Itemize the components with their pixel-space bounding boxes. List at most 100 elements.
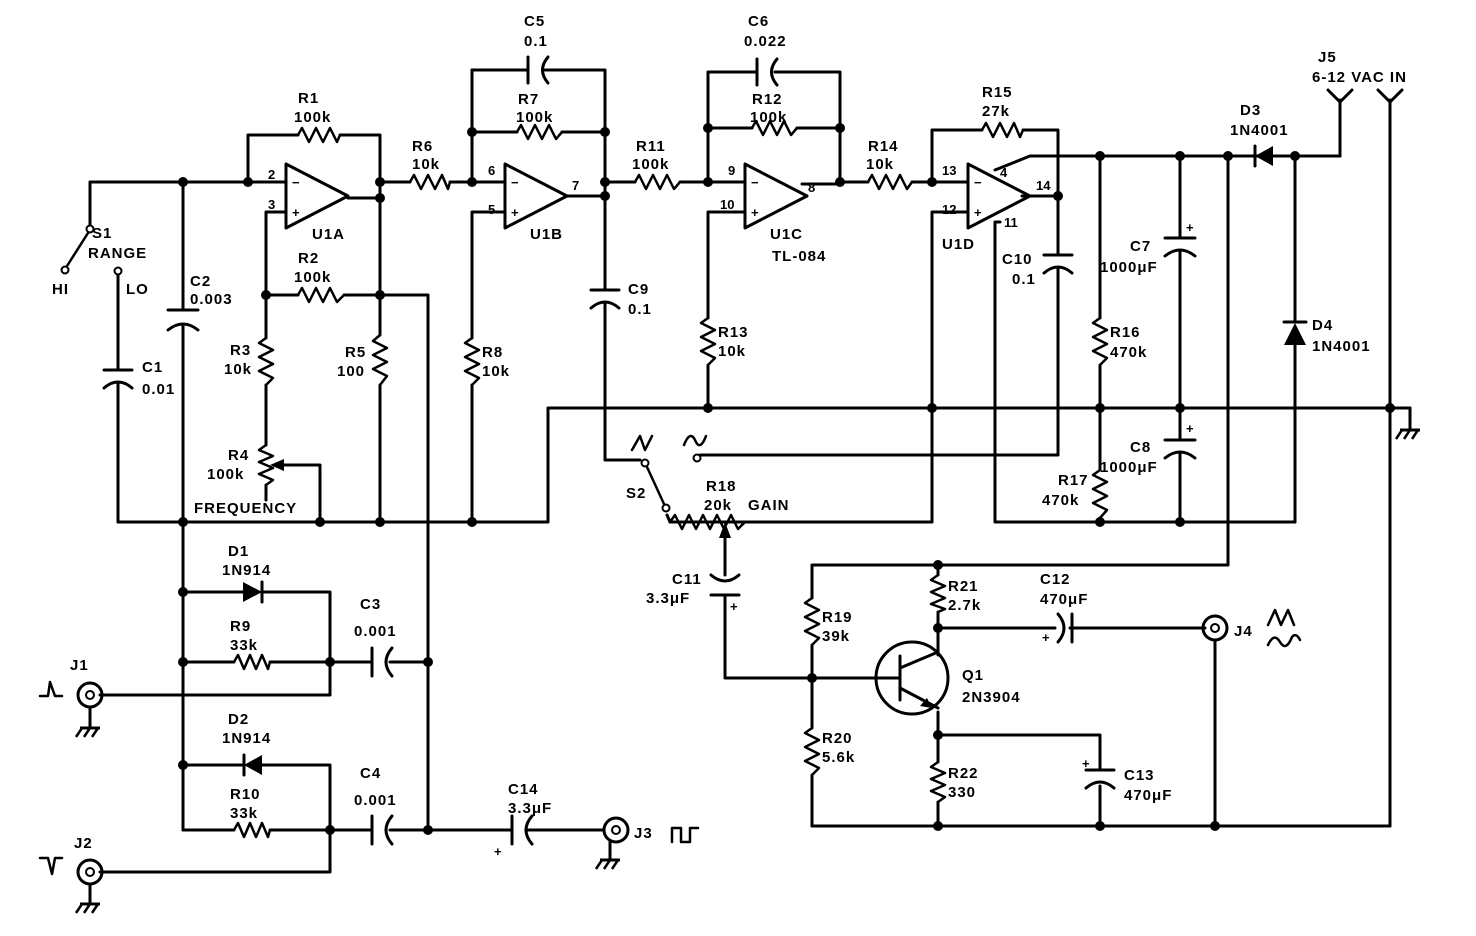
c9-ref: C9: [628, 281, 649, 298]
r7-ref: R7: [518, 91, 539, 108]
c11-plus: +: [730, 599, 738, 614]
d3-ref: D3: [1240, 102, 1261, 119]
c13-val: 470μF: [1124, 787, 1172, 804]
s2-ref: S2: [626, 485, 646, 502]
r10-val: 33k: [230, 805, 258, 822]
u1c-plus: +: [751, 205, 759, 220]
r12-val: 100k: [750, 109, 787, 126]
r8-symbol: [463, 336, 481, 387]
u1c-minus: −: [751, 175, 759, 190]
c2-val: 0.003: [190, 291, 233, 308]
r18-symbol: [668, 513, 934, 531]
r1-symbol: [296, 126, 342, 144]
r6-val: 10k: [412, 156, 440, 173]
s1-fn: RANGE: [88, 245, 147, 262]
s1-hi: HI: [52, 281, 69, 298]
c10-ref: C10: [1002, 251, 1033, 268]
r19-val: 39k: [822, 628, 850, 645]
u1d-pin4: 4: [1000, 165, 1008, 180]
r4-ref: R4: [228, 447, 249, 464]
r11-ref: R11: [636, 138, 666, 155]
r10-symbol: [232, 821, 272, 839]
r20-val: 5.6k: [822, 749, 855, 766]
r18-ref: R18: [706, 478, 737, 495]
r16-ref: R16: [1110, 324, 1141, 341]
c8-plus: +: [1186, 421, 1194, 436]
r15-symbol: [980, 121, 1025, 139]
c6-ref: C6: [748, 13, 769, 30]
d2-symbol: [244, 755, 262, 775]
r13-val: 10k: [718, 343, 746, 360]
c5-ref: C5: [524, 13, 545, 30]
r9-symbol: [232, 653, 272, 671]
c11-val: 3.3μF: [646, 590, 690, 607]
sine-wave-icon: [682, 434, 708, 447]
c13-plus: +: [1082, 756, 1090, 771]
r22-ref: R22: [948, 765, 979, 782]
r12-symbol: [750, 119, 799, 137]
c7-plus: +: [1186, 220, 1194, 235]
r4-wiper-arrow: [270, 459, 284, 471]
u1a-pin2: 2: [268, 167, 275, 182]
u1c-pin8: 8: [808, 180, 815, 195]
opamps: − + − + − + − +: [270, 162, 1032, 230]
r18-val: 20k: [704, 497, 732, 514]
j4-jack: [1201, 614, 1229, 642]
c2-ref: C2: [190, 273, 211, 290]
r8-val: 10k: [482, 363, 510, 380]
d3-val: 1N4001: [1230, 122, 1289, 139]
r1-ref: R1: [298, 90, 319, 107]
u1b-symbol: [503, 162, 569, 230]
u1c-pin10: 10: [720, 197, 734, 212]
c13-ref: C13: [1124, 767, 1155, 784]
r1-val: 100k: [294, 109, 331, 126]
r22-symbol: [929, 760, 947, 804]
d4-symbol: [1284, 323, 1306, 345]
c4-val: 0.001: [354, 792, 397, 809]
u1a-ref: U1A: [312, 226, 345, 243]
d3-symbol: [1255, 146, 1273, 166]
r9-ref: R9: [230, 618, 251, 635]
r21-val: 2.7k: [948, 597, 981, 614]
c12-val: 470μF: [1040, 591, 1088, 608]
square-wave-icon: [670, 826, 700, 844]
r14-symbol: [866, 173, 914, 191]
s1-ref: S1: [92, 225, 112, 242]
labels: S1 RANGE HI LO C1 0.01 C2 0.003 R1 100k …: [52, 13, 1406, 859]
c8-val: 1000μF: [1100, 459, 1158, 476]
d1-symbol: [243, 582, 262, 602]
r16-symbol: [1091, 316, 1109, 367]
c1-ref: C1: [142, 359, 163, 376]
r7-symbol: [515, 123, 564, 141]
r16-val: 470k: [1110, 344, 1147, 361]
u1a-pin3: 3: [268, 197, 275, 212]
d2-ref: D2: [228, 711, 249, 728]
r3-ref: R3: [230, 342, 251, 359]
c3-ref: C3: [360, 596, 381, 613]
u1a-symbol: [284, 162, 350, 230]
j4-ref: J4: [1234, 623, 1253, 640]
junctions: [178, 123, 1395, 835]
ground-symbol: [1394, 428, 1422, 441]
r19-symbol: [803, 596, 821, 647]
negative-pulse-icon: [38, 856, 64, 876]
r5-val: 100: [337, 363, 365, 380]
u1b-plus: +: [511, 205, 519, 220]
r8-ref: R8: [482, 344, 503, 361]
r20-ref: R20: [822, 730, 853, 747]
u1a-minus: −: [292, 175, 300, 190]
d2-val: 1N914: [222, 730, 271, 747]
r13-symbol: [699, 316, 717, 367]
u1b-ref: U1B: [530, 226, 563, 243]
u1c-symbol: [743, 162, 809, 230]
c1-val: 0.01: [142, 381, 175, 398]
capacitors: [102, 55, 1197, 846]
r17-val: 470k: [1042, 492, 1079, 509]
r4-val: 100k: [207, 466, 244, 483]
r5-ref: R5: [345, 344, 366, 361]
c12-plus: +: [1042, 630, 1050, 645]
u1d-pin13: 13: [942, 163, 956, 178]
j3-jack: [594, 816, 630, 871]
r22-val: 330: [948, 784, 976, 801]
